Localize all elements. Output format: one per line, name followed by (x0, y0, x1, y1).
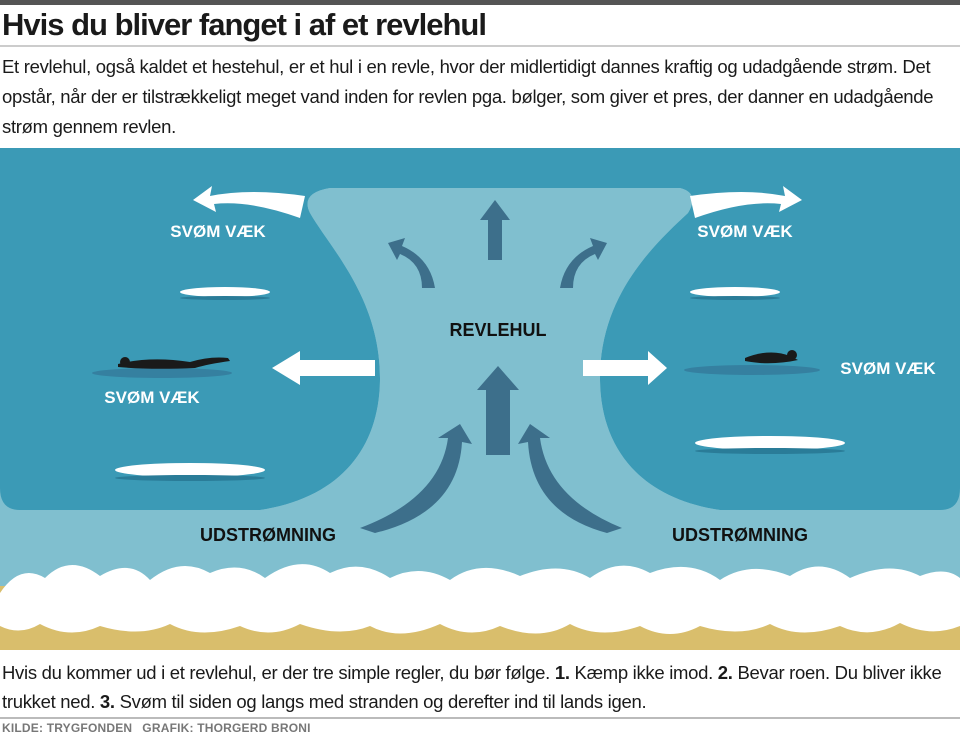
rule-number: 2. (717, 662, 733, 683)
up-arrow-icon (480, 200, 510, 260)
deep-sea-left (0, 148, 960, 510)
swim-away-arrow-right-icon (690, 186, 802, 218)
wave-shadow (115, 296, 845, 481)
current-arrows (360, 200, 622, 533)
divider (0, 717, 960, 719)
surf-foam (0, 564, 960, 634)
curved-arrow-icon (518, 424, 622, 533)
credits: KILDE: TRYGFONDEN GRAFIK: THORGERD BRONI (2, 721, 321, 735)
caption-intro: Hvis du kommer ud i et revlehul, er der … (2, 662, 551, 683)
caption: Hvis du kommer ud i et revlehul, er der … (2, 658, 960, 716)
swim-away-arrow-left-icon (193, 186, 305, 218)
curved-arrow-icon (560, 238, 607, 288)
rip-channel (260, 188, 720, 510)
deep-sea-right (600, 148, 960, 510)
arrow-left-icon (272, 351, 375, 385)
rule-number: 3. (99, 691, 115, 712)
label-swim-away: SVØM VÆK (840, 359, 936, 378)
arrow-right-icon (583, 351, 667, 385)
label-outflow: UDSTRØMNING (200, 525, 336, 545)
label-outflow: UDSTRØMNING (672, 525, 808, 545)
source-credit: KILDE: TRYGFONDEN (2, 721, 133, 735)
top-rule (0, 0, 960, 5)
swimmer-right-icon (684, 350, 820, 375)
swimmer-left-icon (92, 357, 232, 378)
rip-current-illustration: SVØM VÆK SVØM VÆK REVLEHUL SVØM VÆK SVØM… (0, 148, 960, 650)
graphic-credit: GRAFIK: THORGERD BRONI (142, 721, 311, 735)
curved-arrow-icon (360, 424, 472, 533)
rule-text: Kæmp ikke imod. (574, 662, 714, 683)
label-revlehul: REVLEHUL (449, 320, 546, 340)
rule-text: Svøm til siden og langs med stranden og … (119, 691, 647, 712)
label-swim-away: SVØM VÆK (170, 222, 266, 241)
deep-sea-top (0, 148, 960, 188)
intro-text: Et revlehul, også kaldet et hestehul, er… (2, 56, 934, 137)
rule-text: Bevar roen. Du bliver ikke trukket ned. (2, 662, 942, 712)
label-swim-away: SVØM VÆK (104, 388, 200, 407)
rule-number: 1. (554, 662, 570, 683)
divider (0, 45, 960, 47)
up-arrow-icon (477, 366, 519, 455)
wave-icon (115, 287, 845, 477)
curved-arrow-icon (388, 238, 435, 288)
page-title: Hvis du bliver fanget i af et revlehul (2, 7, 487, 42)
label-swim-away: SVØM VÆK (697, 222, 793, 241)
